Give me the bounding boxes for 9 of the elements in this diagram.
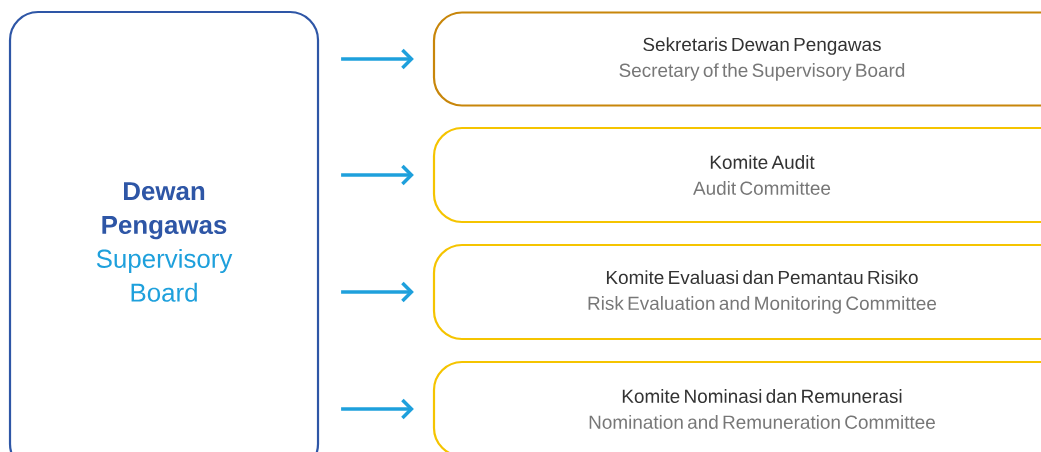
arrow: [341, 164, 414, 186]
committee-box: Sekretaris Dewan Pengawas Secretary of the Supervisory Board: [432, 11, 1041, 107]
committee-box: Komite Audit Audit Committee: [432, 126, 1041, 224]
board-box: Dewan Pengawas Supervisory Board: [8, 10, 320, 452]
arrow: [341, 281, 414, 303]
arrow: [341, 398, 414, 420]
committee-box: Komite Evaluasi dan Pemantau Risiko Risk Evaluation and Monitoring Committee: [432, 243, 1041, 341]
arrow: [341, 48, 414, 70]
committee-box: Komite Nominasi dan Remunerasi Nomination and Remuneration Committee: [432, 360, 1041, 452]
